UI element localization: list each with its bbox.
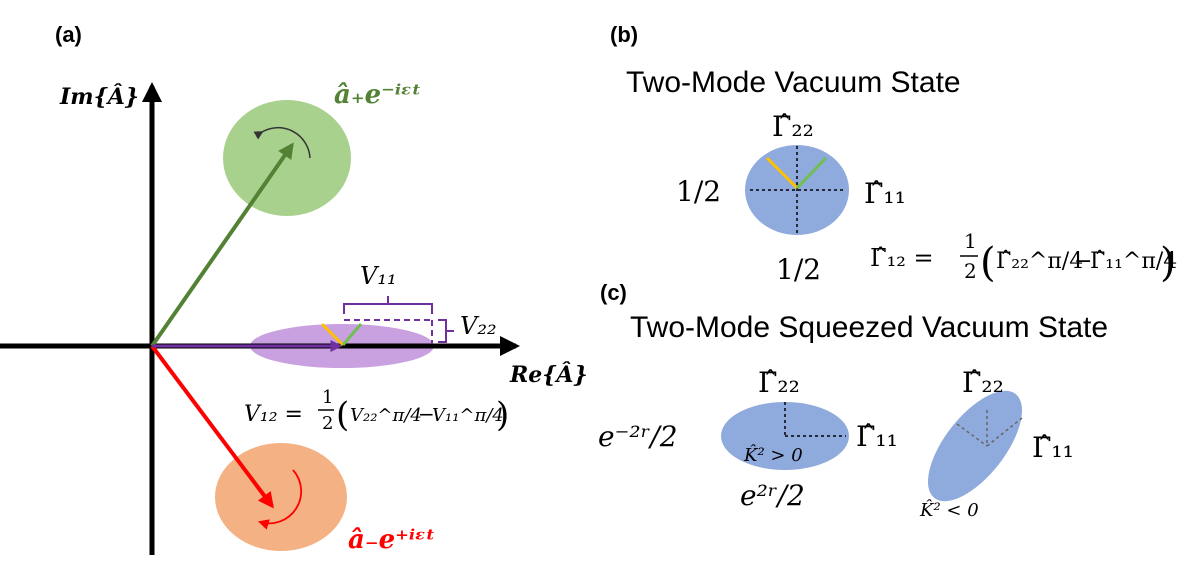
gamma12-half-den: 2 bbox=[964, 259, 977, 283]
v12-term-v11: V₁₁^π/4 bbox=[432, 405, 504, 426]
panel-label-a: (a) bbox=[55, 22, 82, 47]
re-axis-label: Re{Â} bbox=[509, 361, 588, 388]
squeezed-left-label: e⁻²ʳ/2 bbox=[598, 420, 678, 453]
mode-minus-arrow bbox=[150, 344, 274, 509]
gamma12-paren-close: ) bbox=[1160, 240, 1176, 286]
gamma12-minus: − bbox=[1074, 249, 1092, 274]
k-negative-label: K̂² < 0 bbox=[919, 499, 979, 521]
squeezed-diag-right-negative bbox=[986, 417, 1023, 447]
squeezed-right-gamma11-label: Γ̂₁₁ bbox=[1032, 431, 1074, 464]
v22-bracket bbox=[438, 319, 447, 343]
squeezed-title: Two-Mode Squeezed Vacuum State bbox=[630, 311, 1108, 344]
gamma12-paren-open: ( bbox=[980, 240, 996, 286]
panel-label-c: (c) bbox=[600, 280, 627, 305]
vacuum-left-label: 1/2 bbox=[676, 175, 721, 208]
v12-half-den: 2 bbox=[322, 413, 333, 434]
k-positive-label: K̂² > 0 bbox=[743, 444, 803, 466]
squeezed-ellipse-negative bbox=[927, 390, 1023, 502]
mode-plus-arrow bbox=[150, 142, 294, 348]
vacuum-gamma22-pi4-line bbox=[765, 156, 799, 190]
v12-half-num: 1 bbox=[322, 387, 333, 408]
mode-minus-label: â₋e⁺ⁱᵋᵗ bbox=[348, 525, 435, 555]
v11-label: V₁₁ bbox=[360, 262, 397, 290]
vacuum-title: Two-Mode Vacuum State bbox=[626, 66, 961, 99]
vacuum-gamma22-label: Γ̂₂₂ bbox=[772, 110, 814, 143]
rotation-arrow-minus-icon bbox=[257, 469, 303, 530]
v11-pi4-line bbox=[341, 323, 363, 346]
im-axis-label: Im{Â} bbox=[59, 83, 139, 110]
gamma12-half-num: 1 bbox=[964, 229, 977, 253]
v12-term-v22: V₂₂^π/4 bbox=[350, 405, 422, 426]
squeezed-diag-left-negative bbox=[956, 423, 988, 447]
mode-minus-ellipse bbox=[215, 443, 347, 551]
mode-plus-ellipse bbox=[223, 100, 351, 216]
v12-lhs: V₁₂ = bbox=[244, 402, 303, 427]
gamma12-term-gamma11: Γ̂₁₁^π/4 bbox=[1090, 249, 1177, 274]
vacuum-gamma11-pi4-line bbox=[795, 156, 828, 190]
gamma12-lhs: Γ̂₁₂ = bbox=[870, 244, 934, 272]
squeezed-right-gamma22-label: Γ̂₂₂ bbox=[962, 366, 1004, 399]
squeezed-bottom-label: e²ʳ/2 bbox=[740, 479, 805, 512]
v11-bracket bbox=[343, 303, 433, 314]
rotation-arrow-plus-icon bbox=[253, 126, 311, 159]
squeezed-left-gamma22-label: Γ̂₂₂ bbox=[758, 366, 800, 399]
panel-label-b: (b) bbox=[610, 22, 638, 47]
v22-label: V₂₂ bbox=[460, 312, 497, 340]
v12-paren-open: ( bbox=[336, 395, 349, 435]
v22-pi4-line bbox=[320, 322, 345, 347]
squeezed-left-gamma11-label: Γ̂₁₁ bbox=[856, 420, 898, 453]
v12-minus: − bbox=[418, 402, 435, 426]
mode-plus-label: â₊e⁻ⁱᵋᵗ bbox=[334, 80, 421, 110]
gamma12-term-gamma22: Γ̂₂₂^π/4 bbox=[996, 249, 1083, 274]
vacuum-gamma11-label: Γ̂₁₁ bbox=[864, 177, 906, 210]
vacuum-bottom-label: 1/2 bbox=[776, 253, 821, 286]
v12-paren-close: ) bbox=[496, 395, 509, 435]
